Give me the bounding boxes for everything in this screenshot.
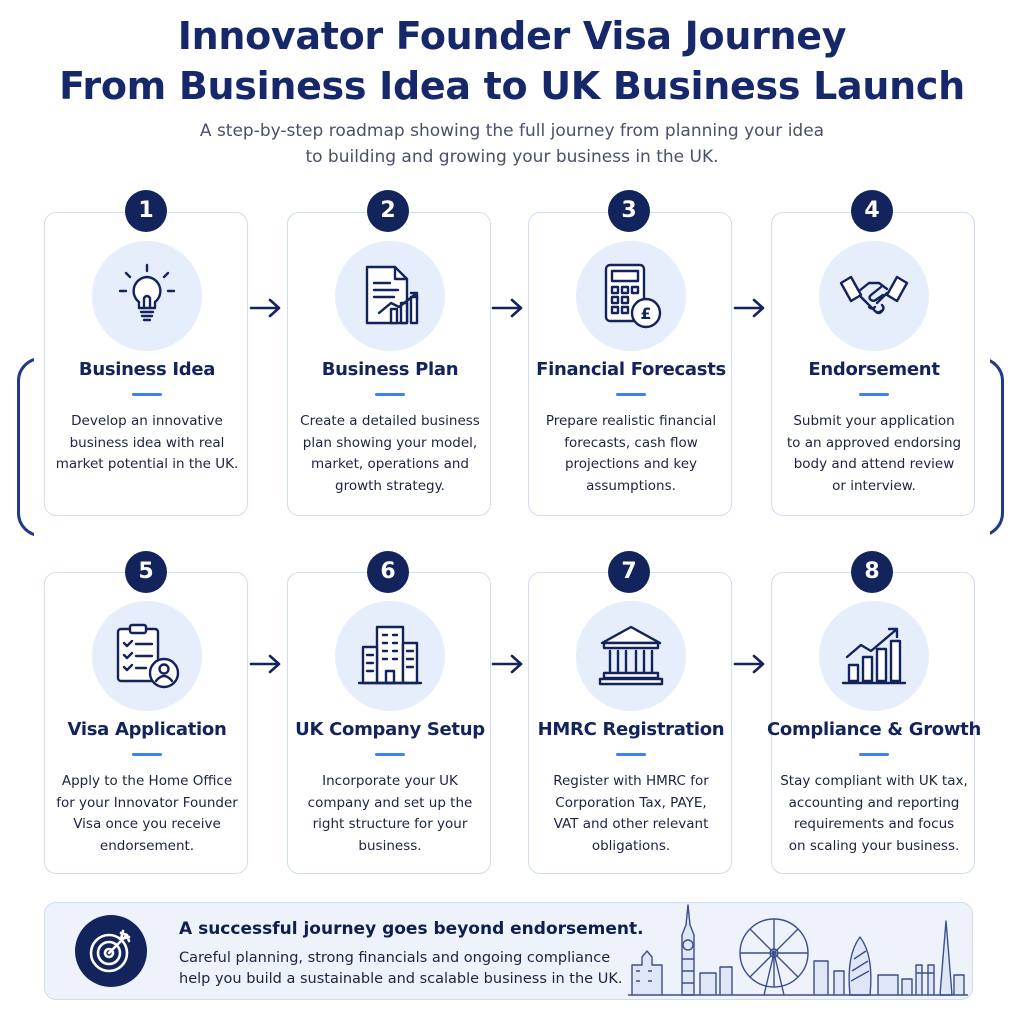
step-card-7: HMRC Registration Register with HMRC for… <box>528 572 732 874</box>
step-title: HMRC Registration <box>537 719 725 740</box>
arrow-right-icon <box>249 654 281 674</box>
step-number-badge-6: 6 <box>367 551 409 593</box>
step-description: Submit your application to an approved e… <box>786 413 962 494</box>
step-title: Business Idea <box>78 359 216 380</box>
lightbulb-icon <box>92 241 202 351</box>
step-card-1: Business Idea Develop an innovative busi… <box>44 212 248 516</box>
arrow-right-icon <box>249 298 281 318</box>
step-card-3: £ Financial Forecasts Prepare realistic … <box>528 212 732 516</box>
step-title: UK Company Setup <box>295 719 485 740</box>
title-underline <box>616 393 646 396</box>
arrow-right-icon <box>491 298 523 318</box>
step-title: Compliance & Growth <box>767 719 981 740</box>
step-description: Incorporate your UK company and set up t… <box>307 773 473 854</box>
step-description: Register with HMRC for Corporation Tax, … <box>553 773 709 854</box>
handshake-icon <box>819 241 929 351</box>
london-skyline-icon <box>628 904 968 996</box>
page-subtitle-heading: From Business Idea to UK Business Launch <box>59 64 965 108</box>
title-underline <box>132 393 162 396</box>
banner-title: A successful journey goes beyond endorse… <box>179 919 644 939</box>
growth-chart-icon <box>819 601 929 711</box>
calculator-pound-icon: £ <box>576 241 686 351</box>
building-icon <box>335 601 445 711</box>
step-number-badge-3: 3 <box>608 190 650 232</box>
step-description: Develop an innovative business idea with… <box>55 413 239 472</box>
step-description: Create a detailed business plan showing … <box>300 413 480 494</box>
step-number-badge-8: 8 <box>851 551 893 593</box>
title-underline <box>859 393 889 396</box>
arrow-right-icon <box>733 298 765 318</box>
summary-banner: A successful journey goes beyond endorse… <box>44 902 973 1000</box>
step-title: Financial Forecasts <box>536 359 726 380</box>
title-underline <box>375 393 405 396</box>
step-card-4: Endorsement Submit your application to a… <box>771 212 975 516</box>
step-description: Apply to the Home Office for your Innova… <box>56 773 238 854</box>
title-underline <box>375 753 405 756</box>
step-title: Business Plan <box>321 359 459 380</box>
title-underline <box>132 753 162 756</box>
step-number-badge-1: 1 <box>125 190 167 232</box>
target-icon <box>75 915 147 987</box>
step-card-8: Compliance & Growth Stay compliant with … <box>767 572 981 874</box>
title-underline <box>616 753 646 756</box>
banner-text: Careful planning, strong financials and … <box>179 950 623 987</box>
arrow-right-icon <box>733 654 765 674</box>
step-number-badge-7: 7 <box>608 551 650 593</box>
step-number-badge-4: 4 <box>851 190 893 232</box>
step-card-5: Visa Application Apply to the Home Offic… <box>44 572 248 874</box>
step-title: Visa Application <box>67 719 227 740</box>
intro-text-line1: A step-by-step roadmap showing the full … <box>199 121 825 141</box>
title-underline <box>859 753 889 756</box>
step-description: Prepare realistic financial forecasts, c… <box>545 413 717 494</box>
page-title: Innovator Founder Visa Journey <box>177 14 847 58</box>
arrow-right-icon <box>491 654 523 674</box>
step-number-badge-2: 2 <box>367 190 409 232</box>
step-title: Endorsement <box>808 359 940 380</box>
step-description: Stay compliant with UK tax, accounting a… <box>780 773 968 854</box>
government-building-icon <box>576 601 686 711</box>
checklist-user-icon <box>92 601 202 711</box>
step-card-2: Business Plan Create a detailed business… <box>287 212 491 516</box>
svg-text:£: £ <box>640 304 651 323</box>
step-card-6: UK Company Setup Incorporate your UK com… <box>287 572 491 874</box>
step-number-badge-5: 5 <box>125 551 167 593</box>
intro-text-line2: to building and growing your business in… <box>305 147 719 167</box>
document-chart-icon <box>335 241 445 351</box>
